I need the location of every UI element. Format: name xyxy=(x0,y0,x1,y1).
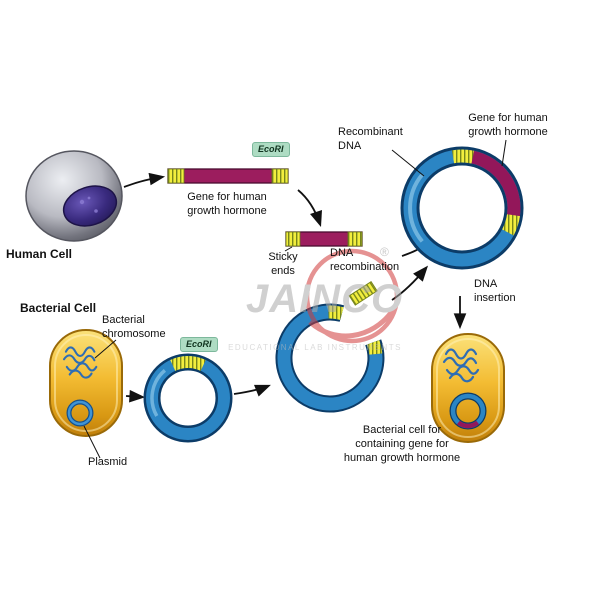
human-cell-label: Human Cell xyxy=(6,247,73,261)
chromosome-pointer-line xyxy=(94,339,117,359)
recombinant-dna-pointer-line xyxy=(391,149,425,177)
watermark-swoosh-icon xyxy=(308,308,396,339)
arrow-gene-to-fragment xyxy=(297,189,322,227)
arrow-plasmid-to-cut xyxy=(233,384,271,397)
arrow-human-to-gene xyxy=(123,172,166,188)
human-cell-illustration xyxy=(25,150,123,242)
dna-recombination-label: DNA recombination xyxy=(330,247,400,273)
result-bacterial-cell xyxy=(431,333,505,443)
watermark-circle-icon xyxy=(304,248,400,344)
watermark-name: JAINCO xyxy=(246,277,403,321)
gene-right-label: Gene for human growth hormone xyxy=(468,112,548,138)
result-caption: Bacterial cell for containing gene for h… xyxy=(343,424,461,464)
plasmid-label: Plasmid xyxy=(88,456,128,468)
cut-plasmid xyxy=(275,280,385,413)
sticky-ends-pointer-line xyxy=(284,246,293,252)
bacterial-cell-label: Bacterial Cell xyxy=(20,301,97,315)
ecori-badge-plasmid: EcoRI xyxy=(180,337,218,352)
watermark: JAINCO ® EDUCATIONAL LAB INSTRUMENTS xyxy=(228,245,403,352)
ecori-badge-top: EcoRI xyxy=(252,142,290,157)
dna-insertion-label: DNA insertion xyxy=(474,278,516,304)
plasmid-pointer-line xyxy=(83,425,101,459)
watermark-tagline: EDUCATIONAL LAB INSTRUMENTS xyxy=(228,343,402,352)
arrow-cell-to-plasmid xyxy=(125,389,146,403)
gene-top-label: Gene for human growth hormone xyxy=(187,191,267,217)
sticky-ends-label: Sticky ends xyxy=(268,251,298,277)
bacterial-chromosome-label: Bacterial chromosome xyxy=(102,314,166,340)
recombinant-dna-label: Recombinant DNA xyxy=(338,126,403,152)
plasmid-ring xyxy=(143,353,233,443)
watermark-registered-mark: ® xyxy=(380,245,389,259)
gene-right-pointer-line xyxy=(501,139,507,167)
bacterial-cell-illustration xyxy=(49,329,123,437)
gene-fragment-top xyxy=(167,168,289,184)
recombinant-plasmid xyxy=(400,146,524,270)
gene-fragment-sticky xyxy=(285,231,363,247)
